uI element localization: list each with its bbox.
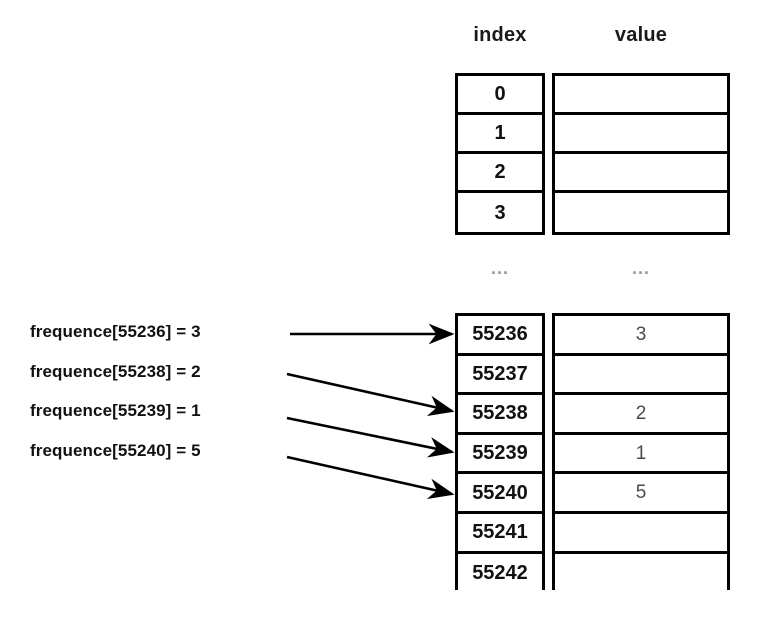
top-value-table <box>552 73 730 235</box>
table-row <box>555 193 727 232</box>
table-row: 55237 <box>458 355 542 396</box>
arrow-to-55240 <box>286 455 455 500</box>
index-ellipsis-separator: ... <box>490 258 509 278</box>
table-row <box>555 513 727 554</box>
arrow-to-55239 <box>286 416 455 458</box>
table-row: 55236 <box>458 316 542 356</box>
table-row: 55241 <box>458 513 542 554</box>
table-row: 5 <box>555 474 727 514</box>
value-column-header: value <box>614 24 668 46</box>
table-row: 1 <box>555 434 727 475</box>
assignment-label-55240: frequence[55240] = 5 <box>30 441 201 460</box>
cell-value: 2 <box>635 402 647 424</box>
index-value: 55237 <box>472 362 528 385</box>
table-row <box>555 115 727 154</box>
table-row: 3 <box>458 193 542 232</box>
index-value: 3 <box>494 201 506 224</box>
index-column-header: index <box>473 24 527 46</box>
index-value: 55239 <box>472 442 528 465</box>
index-value: 2 <box>494 161 506 183</box>
index-value: 55238 <box>472 402 528 425</box>
index-value: 1 <box>494 122 506 144</box>
table-row <box>555 154 727 193</box>
value-ellipsis-separator: ... <box>631 258 650 278</box>
table-row: 55239 <box>458 434 542 475</box>
table-row <box>555 355 727 396</box>
index-value: 55242 <box>472 562 528 585</box>
arrow-to-55238 <box>286 372 455 417</box>
table-row: 55242 <box>458 553 542 594</box>
table-row <box>555 553 727 594</box>
bottom-index-table: 55236 55237 55238 55239 55240 55241 5524… <box>455 313 545 594</box>
top-index-table: 0 1 2 3 <box>455 73 545 235</box>
index-value: 55236 <box>472 323 528 346</box>
assignment-label-55239: frequence[55239] = 1 <box>30 401 201 420</box>
table-row <box>555 76 727 115</box>
cell-value: 5 <box>635 482 647 504</box>
cell-value: 3 <box>635 323 647 345</box>
table-row: 2 <box>458 154 542 193</box>
bottom-value-table: 3 2 1 5 <box>552 313 730 594</box>
table-row: 2 <box>555 395 727 435</box>
cell-value: 1 <box>635 442 647 464</box>
table-row: 55240 <box>458 474 542 514</box>
index-value: 0 <box>494 83 506 105</box>
assignment-label-55238: frequence[55238] = 2 <box>30 362 201 381</box>
table-row: 1 <box>458 115 542 154</box>
index-value: 55240 <box>472 481 528 504</box>
table-row: 55238 <box>458 395 542 435</box>
assignment-label-55236: frequence[55236] = 3 <box>30 322 201 341</box>
table-row: 3 <box>555 316 727 356</box>
table-row: 0 <box>458 76 542 115</box>
index-value: 55241 <box>472 521 528 544</box>
